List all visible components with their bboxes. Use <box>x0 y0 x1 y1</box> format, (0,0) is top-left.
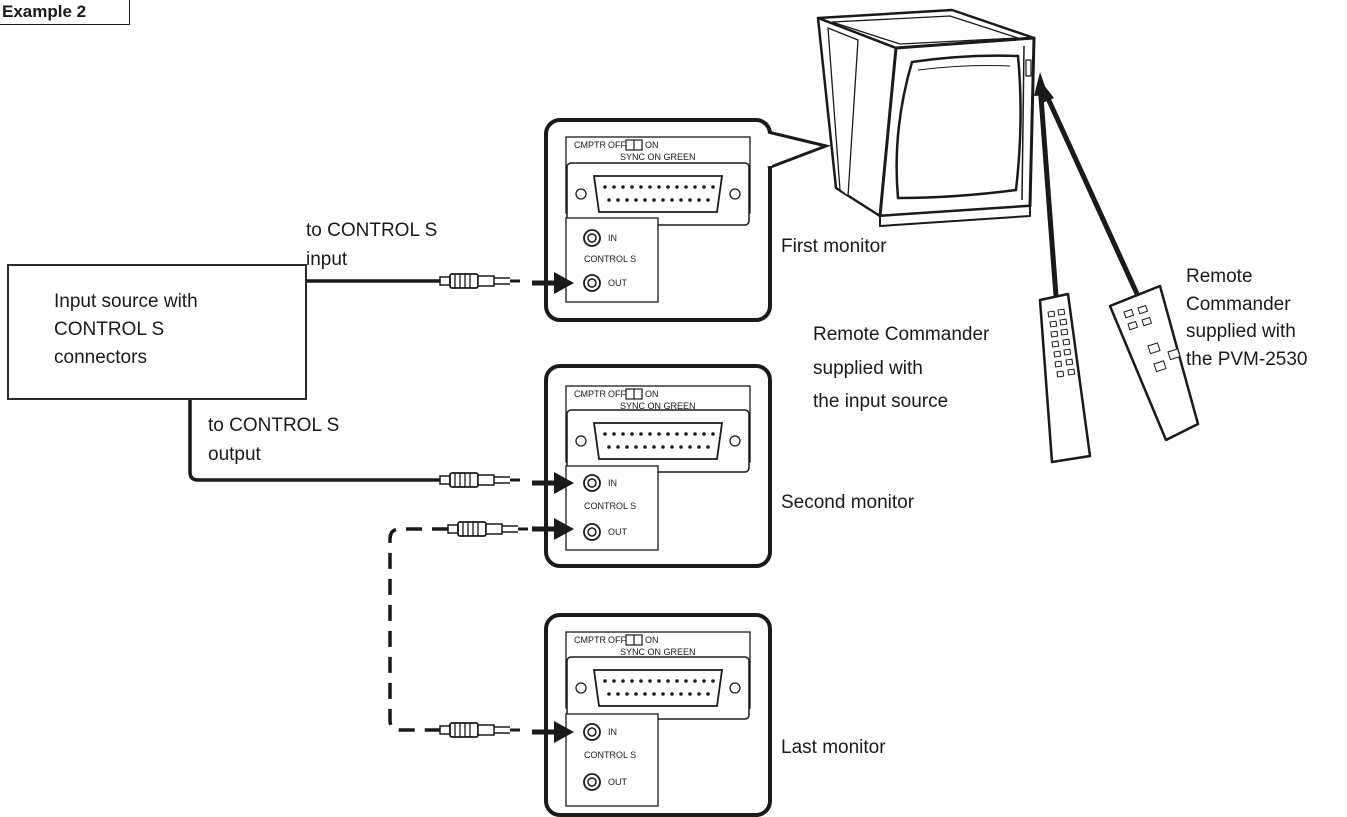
out-label: OUT <box>608 777 628 787</box>
off-label: OFF <box>608 389 626 399</box>
input-source-box: Input source with CONTROL S connectors <box>7 264 307 400</box>
d-sub-connector <box>566 162 750 226</box>
remote-pvm-label-1: Remote <box>1186 266 1253 287</box>
control-s-out-jack <box>583 274 601 292</box>
remote-source-label-2: supplied with <box>813 358 923 379</box>
last-monitor-panel: CMPTR OFF ON SYNC ON GREEN IN CONTROL S … <box>544 613 772 817</box>
remote-pvm-label-2: Commander <box>1186 294 1291 315</box>
to-control-s-output-label-1: to CONTROL S <box>208 415 340 436</box>
to-control-s-input-label-1: to CONTROL S <box>306 220 438 241</box>
remote-source-label-1: Remote Commander <box>813 324 990 345</box>
control-s-label: CONTROL S <box>584 254 636 264</box>
out-label: OUT <box>608 527 628 537</box>
daisy-chain-cable <box>388 518 574 743</box>
on-label: ON <box>645 140 659 150</box>
input-source-line-3: connectors <box>54 347 147 368</box>
last-monitor-label: Last monitor <box>781 737 886 758</box>
d-sub-connector <box>566 409 750 473</box>
cmptr-label: CMPTR <box>574 389 606 399</box>
ir-beam-arrow <box>1037 83 1059 297</box>
control-s-label: CONTROL S <box>584 501 636 511</box>
first-monitor-panel: CMPTR OFF ON SYNC ON GREEN IN CONTROL S … <box>544 118 832 322</box>
example-tag: Example 2 <box>0 0 130 25</box>
on-label: ON <box>645 635 659 645</box>
cmptr-label: CMPTR <box>574 635 606 645</box>
control-s-in-jack <box>583 229 601 247</box>
in-label: IN <box>608 727 617 737</box>
in-label: IN <box>608 233 617 243</box>
sync-label: SYNC ON GREEN <box>620 401 696 411</box>
monitor-illustration <box>816 8 1036 227</box>
control-s-in-jack <box>583 474 601 492</box>
to-control-s-output-label-2: output <box>208 444 261 465</box>
control-s-in-jack <box>583 723 601 741</box>
second-monitor-panel: CMPTR OFF ON SYNC ON GREEN IN CONTROL S … <box>544 364 772 568</box>
control-s-out-jack <box>583 523 601 541</box>
control-s-out-jack <box>583 773 601 791</box>
off-label: OFF <box>608 635 626 645</box>
out-label: OUT <box>608 278 628 288</box>
first-monitor-label: First monitor <box>781 236 887 257</box>
ir-beam-arrow <box>1043 92 1141 298</box>
in-label: IN <box>608 478 617 488</box>
remote-pvm-label-3: supplied with <box>1186 321 1296 342</box>
off-label: OFF <box>608 140 626 150</box>
cable-to-second-monitor <box>188 400 574 494</box>
control-s-label: CONTROL S <box>584 750 636 760</box>
input-source-line-2: CONTROL S <box>54 319 165 340</box>
cable-to-first-monitor <box>306 272 574 294</box>
remote-pvm-label-4: the PVM-2530 <box>1186 349 1308 370</box>
remote-source-label-3: the input source <box>813 391 949 412</box>
to-control-s-input-label-2: input <box>306 249 348 270</box>
input-source-label: Input source with CONTROL S connectors <box>54 288 294 372</box>
on-label: ON <box>645 389 659 399</box>
sync-label: SYNC ON GREEN <box>620 152 696 162</box>
d-sub-connector <box>566 656 750 720</box>
input-source-line-1: Input source with <box>54 291 198 312</box>
remote-commander-pvm <box>1040 80 1200 442</box>
sync-label: SYNC ON GREEN <box>620 647 696 657</box>
cmptr-label: CMPTR <box>574 140 606 150</box>
second-monitor-label: Second monitor <box>781 492 915 513</box>
